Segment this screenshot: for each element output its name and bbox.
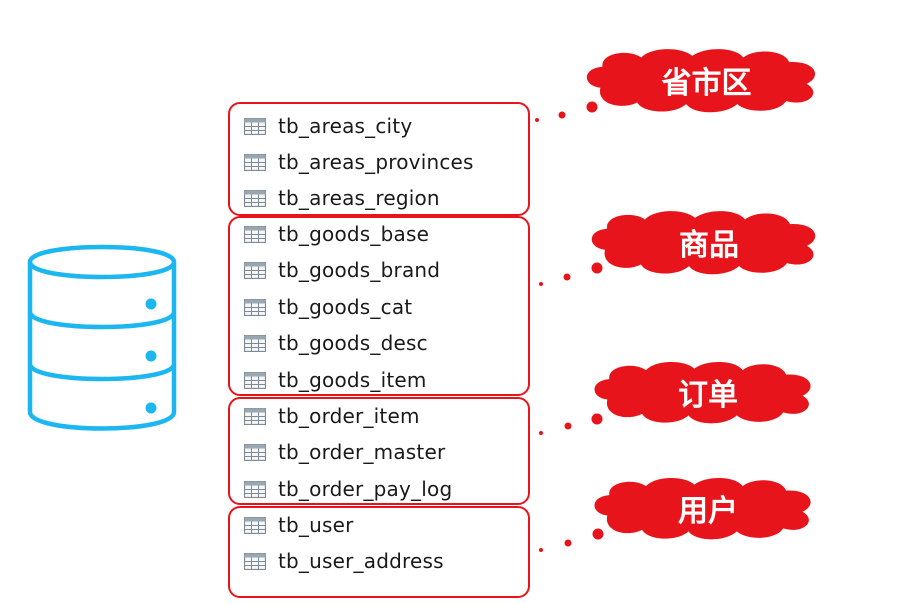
category-label: 商品	[679, 228, 739, 263]
group-box-order	[228, 397, 530, 505]
table-icon	[243, 552, 267, 570]
table-row: tb_goods_brand	[243, 252, 441, 288]
table-icon	[243, 516, 267, 534]
table-row: tb_goods_base	[243, 216, 430, 252]
table-name: tb_areas_city	[278, 114, 413, 138]
cloud-callout-icon	[594, 361, 811, 424]
table-name: tb_goods_cat	[278, 295, 413, 319]
table-row: tb_goods_item	[243, 362, 427, 398]
table-row: tb_areas_provinces	[243, 144, 474, 180]
table-row: tb_goods_cat	[243, 289, 413, 325]
cloud-order: 订单	[588, 358, 820, 426]
table-row: tb_order_pay_log	[243, 471, 453, 507]
table-row: tb_areas_region	[243, 180, 440, 216]
table-icon	[243, 153, 267, 171]
group-box-areas	[228, 102, 530, 216]
table-row: tb_order_item	[243, 398, 420, 434]
cloud-user: 用户	[588, 474, 820, 542]
cloud-callout-icon	[594, 477, 811, 540]
table-name: tb_user	[278, 513, 354, 537]
table-row: tb_order_master	[243, 434, 446, 470]
database-icon	[27, 244, 177, 431]
table-icon	[243, 189, 267, 207]
table-name: tb_goods_base	[278, 222, 430, 246]
category-label: 订单	[678, 378, 738, 413]
category-label: 省市区	[661, 66, 752, 101]
cloud-callout-icon	[586, 49, 816, 113]
table-icon	[243, 480, 267, 498]
table-icon	[243, 298, 267, 316]
group-box-goods	[228, 216, 530, 396]
table-icon	[243, 443, 267, 461]
table-name: tb_goods_brand	[278, 258, 441, 282]
table-icon	[243, 117, 267, 135]
table-icon	[243, 371, 267, 389]
cloud-callout-icon	[591, 211, 816, 275]
table-row: tb_goods_desc	[243, 325, 428, 361]
table-icon	[243, 334, 267, 352]
table-icon	[243, 407, 267, 425]
cloud-areas: 省市区	[580, 45, 825, 115]
table-icon	[243, 261, 267, 279]
table-name: tb_goods_item	[278, 368, 427, 392]
table-name: tb_order_pay_log	[278, 477, 453, 501]
table-icon	[243, 225, 267, 243]
table-name: tb_user_address	[278, 549, 444, 573]
table-row: tb_areas_city	[243, 108, 413, 144]
group-box-user	[228, 506, 530, 598]
table-row: tb_user	[243, 507, 354, 543]
table-name: tb_order_master	[278, 440, 446, 464]
category-label: 用户	[678, 494, 738, 529]
table-name: tb_order_item	[278, 404, 420, 428]
table-name: tb_goods_desc	[278, 331, 428, 355]
table-row: tb_user_address	[243, 543, 444, 579]
table-name: tb_areas_provinces	[278, 150, 474, 174]
table-name: tb_areas_region	[278, 186, 440, 210]
cloud-goods: 商品	[585, 207, 825, 277]
